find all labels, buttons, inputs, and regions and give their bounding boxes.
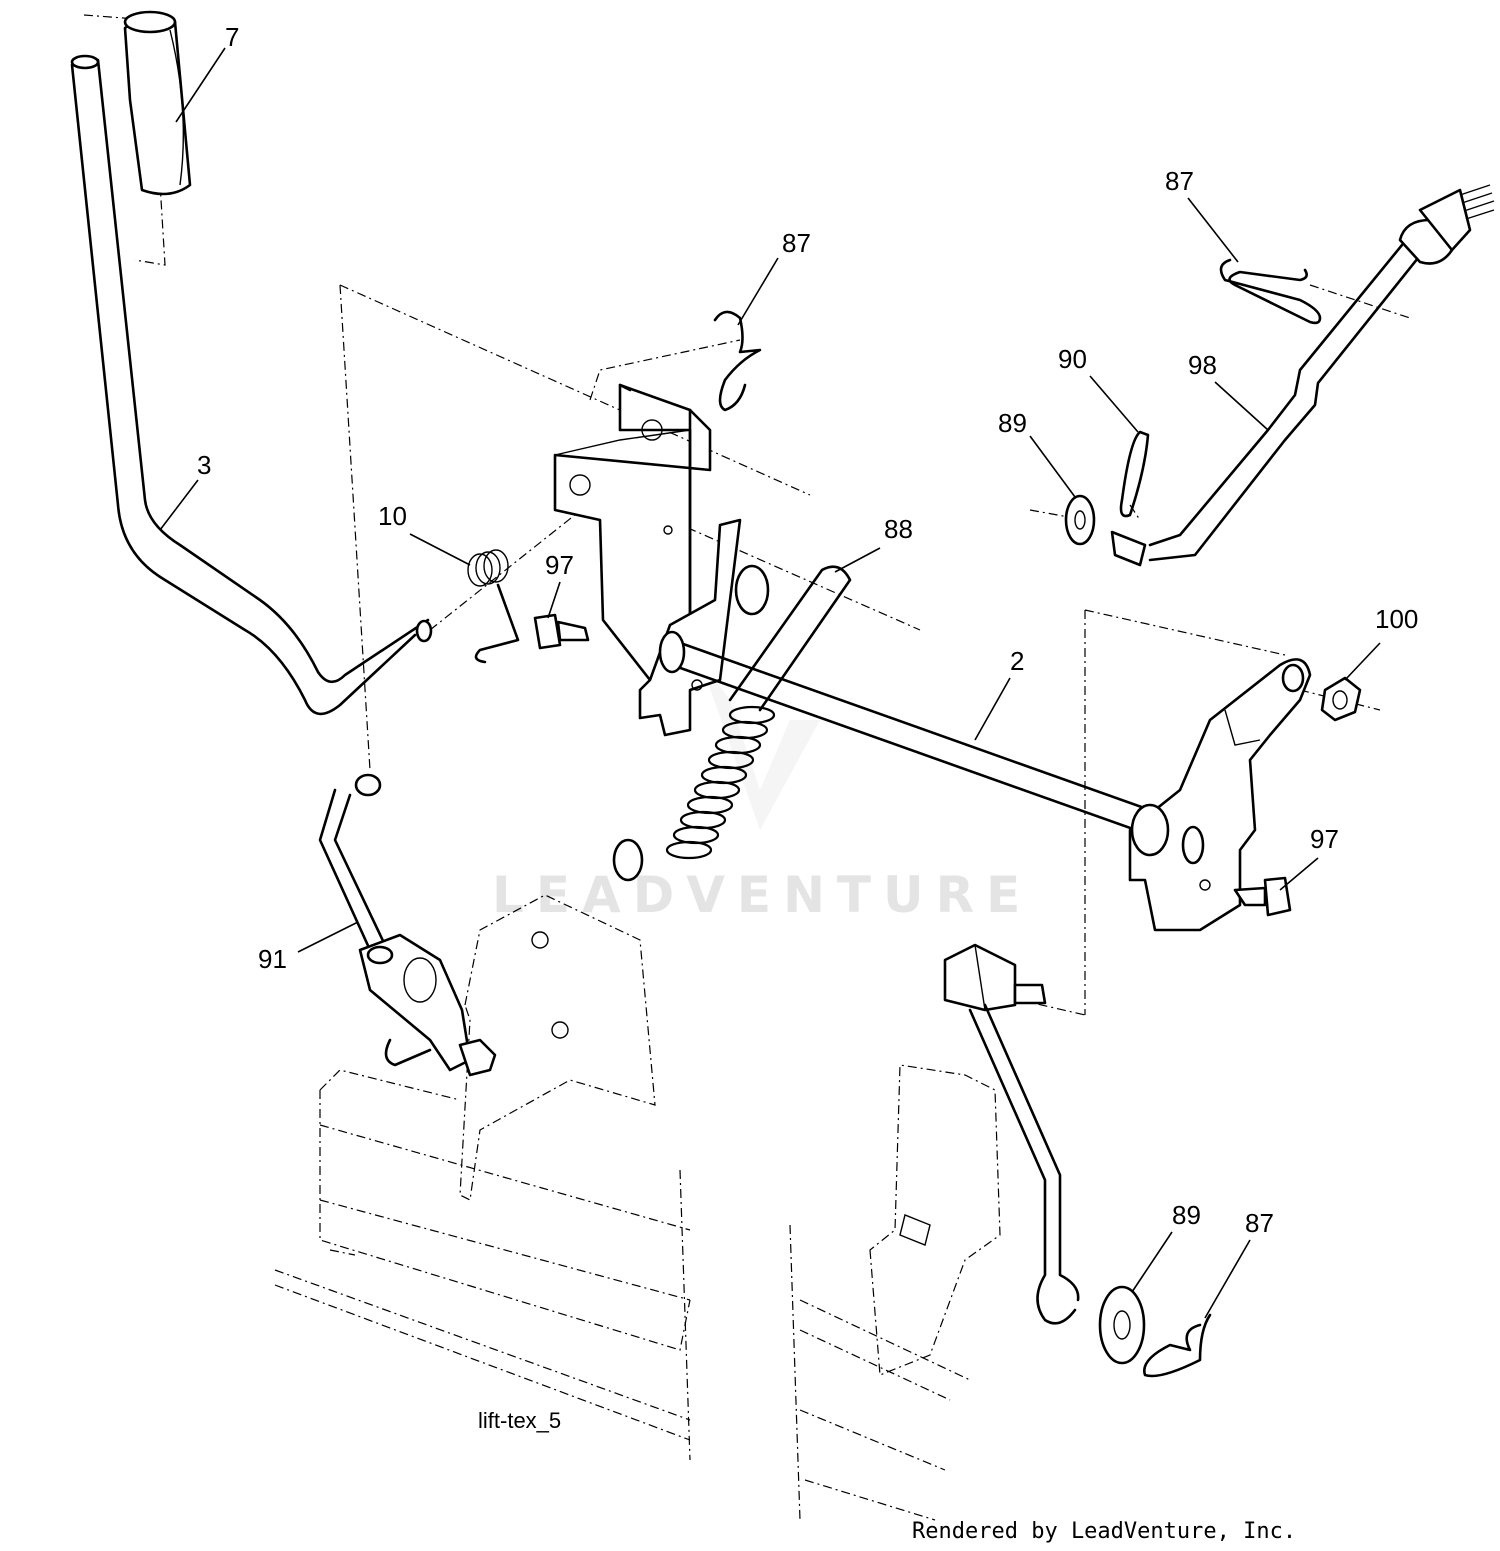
hex-nut: [1320, 676, 1362, 722]
extension-spring: [612, 565, 852, 882]
torsion-spring: [467, 549, 520, 664]
flat-washer-bottom: [1098, 1285, 1146, 1365]
height-adjust-rod: [1110, 184, 1495, 567]
callout-98: 98: [1188, 350, 1217, 380]
flange-bolt-left: [533, 613, 590, 650]
callout-87-right: 87: [1165, 166, 1194, 196]
callout-labels: 7 3 87 87 90 98 89 10 97 88 2 100 97 91 …: [197, 22, 1418, 1238]
handle-grip: [123, 10, 192, 196]
cotter-pin: [1119, 430, 1150, 518]
watermark-logo: [700, 660, 820, 830]
deck-outline-left: [274, 894, 691, 1461]
callout-89-bottom: 89: [1172, 1200, 1201, 1230]
lift-link-right: [943, 943, 1080, 1325]
hairpin-clip-right: [1219, 258, 1322, 325]
lift-arm-right: [1128, 658, 1312, 932]
callout-2: 2: [1010, 646, 1024, 676]
watermark-text: LEADVENTURE: [492, 866, 1032, 924]
hairpin-clip-bottom: [1143, 1313, 1212, 1378]
flat-washer-top: [1064, 494, 1096, 546]
callout-97-right: 97: [1310, 824, 1339, 854]
flange-bolt-right: [1233, 876, 1292, 917]
callout-7: 7: [225, 22, 239, 52]
figure-id: lift-tex_5: [478, 1408, 561, 1433]
callout-89-top: 89: [998, 408, 1027, 438]
lift-bracket: [553, 383, 712, 692]
render-credit: Rendered by LeadVenture, Inc.: [912, 1519, 1296, 1544]
callout-100: 100: [1375, 604, 1418, 634]
callout-10: 10: [378, 501, 407, 531]
callout-90: 90: [1058, 344, 1087, 374]
lift-link-left: [318, 773, 497, 1077]
callout-87-top: 87: [782, 228, 811, 258]
callout-87-bottom: 87: [1245, 1208, 1274, 1238]
deck-outline-right: [789, 1064, 1001, 1521]
lift-handle-rod: [70, 54, 433, 716]
hairpin-clip-top: [713, 310, 762, 412]
callout-91: 91: [258, 944, 287, 974]
callout-97-left: 97: [545, 550, 574, 580]
callout-88: 88: [884, 514, 913, 544]
callout-3: 3: [197, 450, 211, 480]
callout-leaders: [159, 47, 1381, 1319]
